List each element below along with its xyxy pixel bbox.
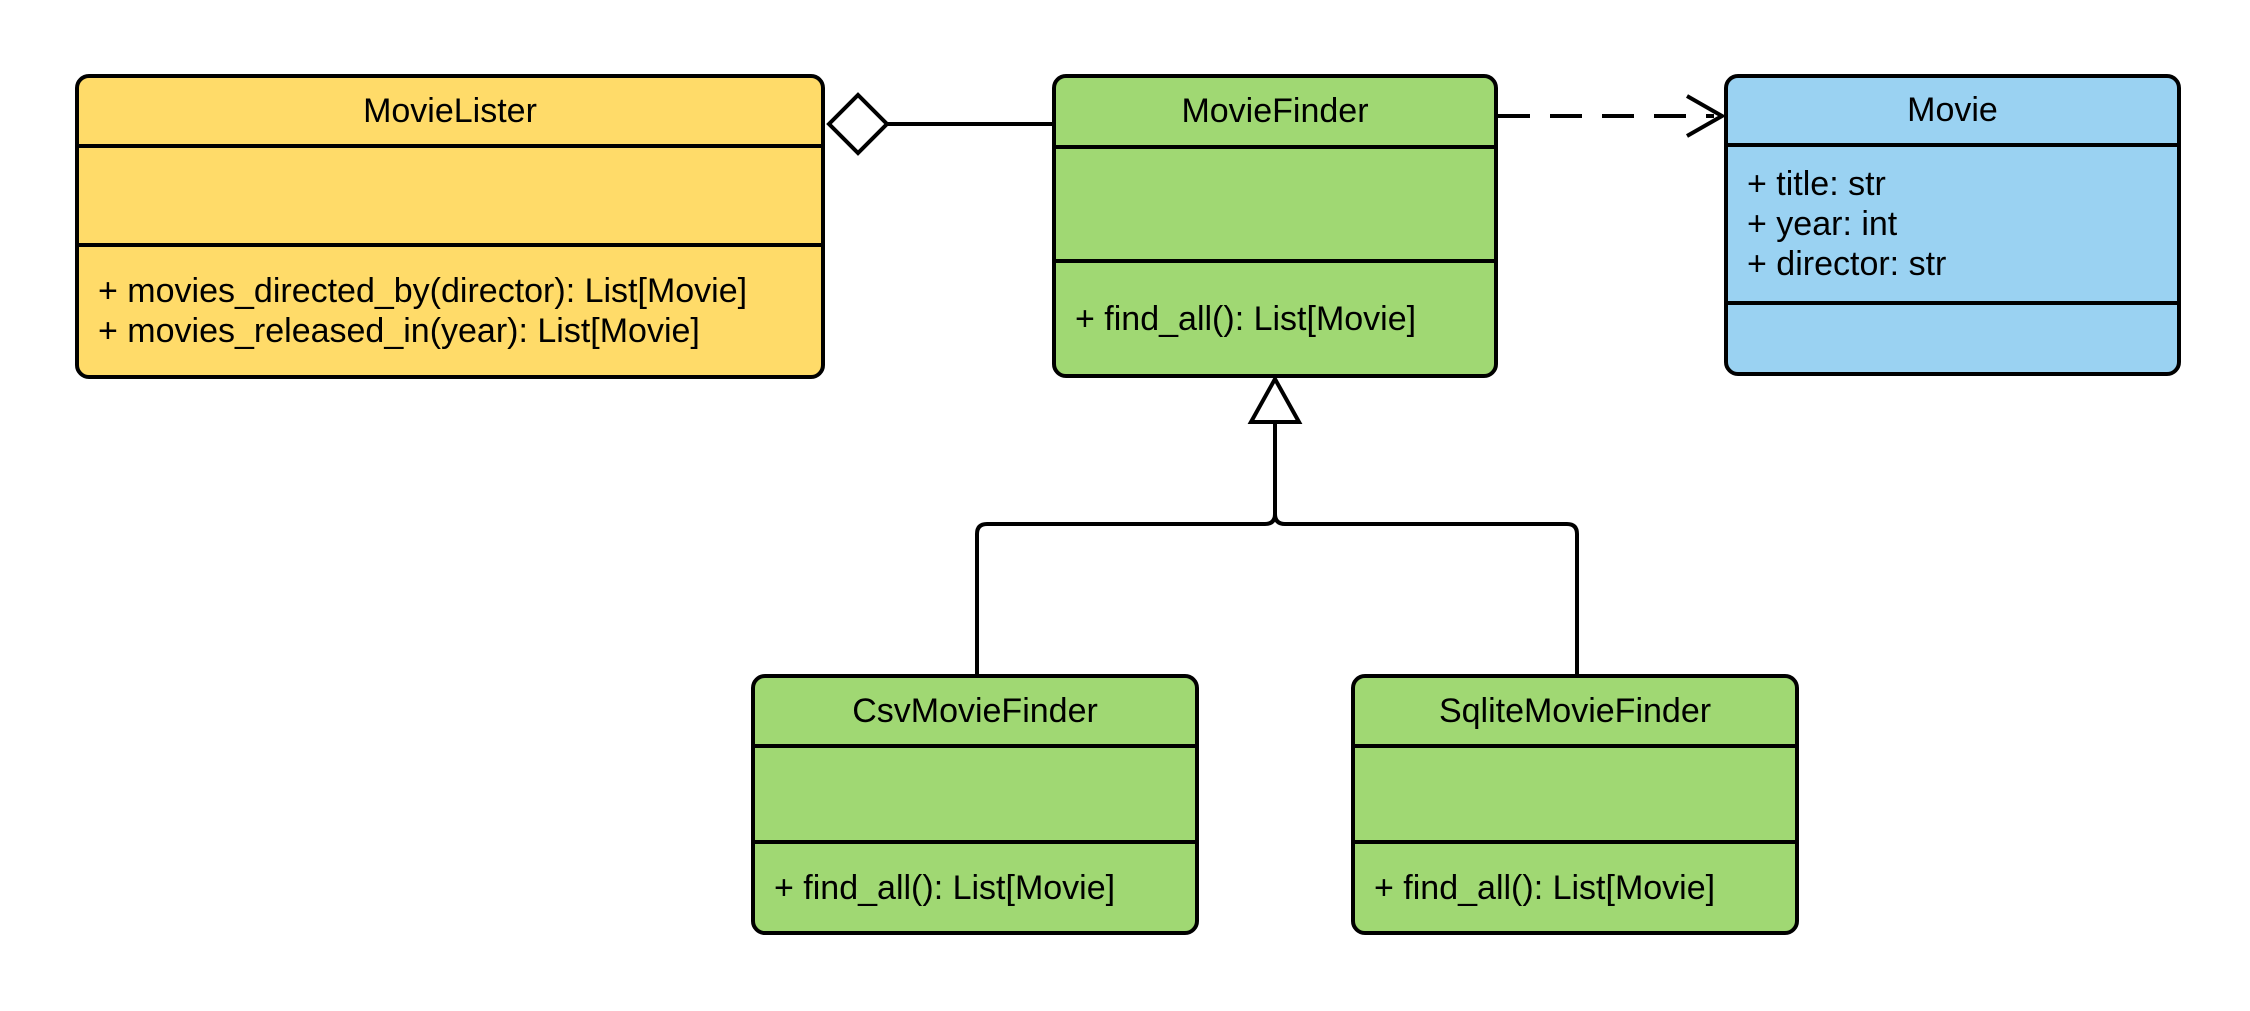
class-name-label: MovieFinder	[1181, 92, 1369, 130]
methods-compartment	[1728, 301, 2177, 372]
member-text: + find_all(): List[Movie]	[774, 868, 1116, 907]
class-node-moviefinder[interactable]: MovieFinder + find_all(): List[Movie]	[1052, 74, 1498, 378]
member-text: + year: int	[1747, 205, 1898, 243]
generalization-edges[interactable]	[975, 374, 1579, 674]
class-name-label: CsvMovieFinder	[852, 691, 1098, 730]
methods-compartment: + find_all(): List[Movie]	[1056, 259, 1494, 374]
class-node-csvmoviefinder[interactable]: CsvMovieFinder + find_all(): List[Movie]	[751, 674, 1199, 935]
class-name-label: SqliteMovieFinder	[1438, 691, 1712, 730]
aggregation-diamond-icon	[826, 92, 890, 156]
attributes-compartment	[1056, 145, 1494, 259]
class-name-label: MovieLister	[363, 91, 537, 130]
dependency-open-arrowhead-icon	[1686, 94, 1727, 138]
attributes-compartment: + title: str+ year: int+ director: str	[1728, 143, 2177, 301]
methods-compartment: + movies_directed_by(director): List[Mov…	[79, 243, 821, 375]
methods-compartment: + find_all(): List[Movie]	[755, 840, 1195, 931]
generalization-branch-csv[interactable]	[975, 513, 1277, 674]
member-text: + find_all(): List[Movie]	[1374, 868, 1716, 907]
class-title: Movie	[1728, 78, 2177, 143]
class-title: MovieFinder	[1056, 78, 1494, 145]
class-title: SqliteMovieFinder	[1355, 678, 1795, 744]
member-text: + find_all(): List[Movie]	[1075, 299, 1417, 338]
generalization-triangle-icon	[1247, 374, 1303, 424]
dependency-edge-finder-movie[interactable]	[1498, 94, 1727, 138]
class-title: CsvMovieFinder	[755, 678, 1195, 744]
member-text: + movies_released_in(year): List[Movie]	[98, 312, 700, 350]
member-text: + movies_directed_by(director): List[Mov…	[98, 272, 748, 310]
class-title: MovieLister	[79, 78, 821, 144]
generalization-branch-sqlite[interactable]	[1273, 513, 1579, 674]
class-node-movielister[interactable]: MovieLister + movies_directed_by(directo…	[75, 74, 825, 379]
class-node-movie[interactable]: Movie + title: str+ year: int+ director:…	[1724, 74, 2181, 376]
methods-compartment: + find_all(): List[Movie]	[1355, 840, 1795, 931]
class-node-sqlitemoviefinder[interactable]: SqliteMovieFinder + find_all(): List[Mov…	[1351, 674, 1799, 935]
class-name-label: Movie	[1907, 91, 1998, 129]
member-text: + director: str	[1747, 245, 1947, 283]
member-text: + title: str	[1747, 165, 1886, 203]
aggregation-edge-lister-finder[interactable]	[826, 92, 1052, 156]
attributes-compartment	[79, 144, 821, 243]
attributes-compartment	[755, 744, 1195, 840]
attributes-compartment	[1355, 744, 1795, 840]
